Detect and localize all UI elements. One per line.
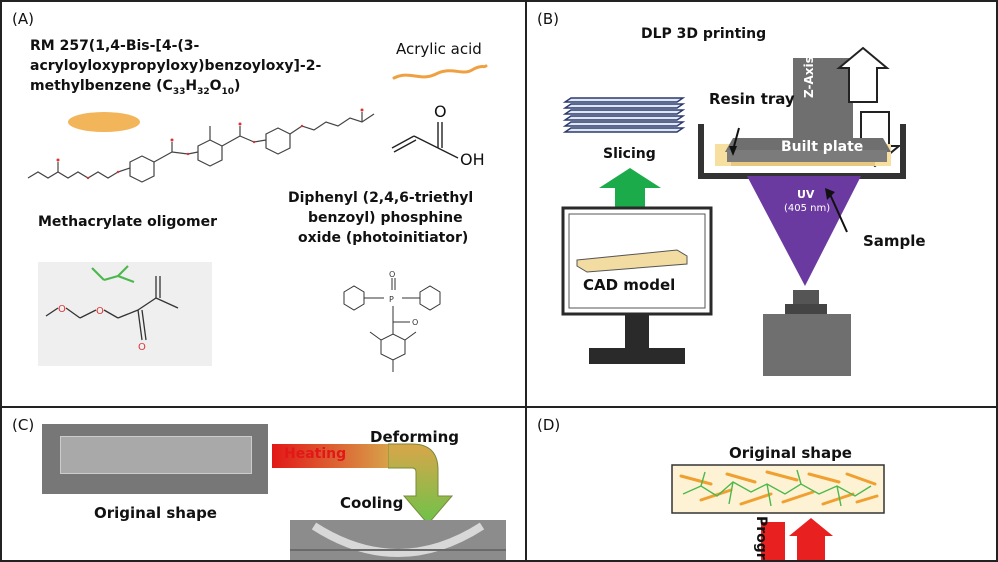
film-strip xyxy=(60,436,252,474)
acrylic-acid-structure xyxy=(391,122,459,159)
resin-tray-label: Resin tray xyxy=(709,90,795,108)
uv-line1: UV xyxy=(797,188,815,201)
original-shape-label-c: Original shape xyxy=(94,504,217,522)
acrylic-acid-o: O xyxy=(434,102,447,121)
panel-c: (C) Original shape Heating Deforming Coo… xyxy=(0,406,527,562)
rm257-line3: methylbenzene (C33H32O10) xyxy=(30,78,240,98)
rm257-close: ) xyxy=(234,78,241,94)
z-axis-label: Z-Axis xyxy=(802,56,816,98)
photoinit-line1: Diphenyl (2,4,6-triethyl xyxy=(288,190,474,206)
heating-label: Heating xyxy=(284,446,347,462)
programming-arrows xyxy=(761,518,833,560)
panel-d: (D) Original shape Progra xyxy=(525,406,998,562)
svg-text:O: O xyxy=(58,304,66,315)
panel-c-label: (C) xyxy=(12,416,35,434)
rm257-sub-c: 33 xyxy=(172,86,186,97)
heating-box xyxy=(272,444,390,468)
acrylic-acid-label: Acrylic acid xyxy=(396,40,482,58)
svg-text:O: O xyxy=(138,342,146,353)
svg-text:O: O xyxy=(389,270,395,279)
rm257-h: H xyxy=(185,78,198,94)
deforming-arrow xyxy=(388,443,454,525)
panel-b: (B) DLP 3D printing Slicing CA xyxy=(525,0,998,408)
rm257-sub-h: 32 xyxy=(197,86,210,97)
network-diagram xyxy=(671,464,885,514)
cooling-label: Cooling xyxy=(340,494,404,512)
dlp-printer xyxy=(698,46,906,376)
rm257-molecule-structure xyxy=(27,108,375,183)
curved-film xyxy=(290,522,506,557)
rm257-line1: RM 257(1,4-Bis-[4-(3- xyxy=(30,38,200,54)
dlp-title: DLP 3D printing xyxy=(641,26,767,42)
slicing-stack xyxy=(562,97,686,133)
acrylic-acid-wavy-line xyxy=(392,64,488,80)
svg-text:O: O xyxy=(412,318,418,327)
programming-label: Progra xyxy=(753,516,769,562)
photoinit-line3: oxide (photoinitiator) xyxy=(298,230,469,246)
panel-d-label: (D) xyxy=(537,416,561,434)
uv-line2: (405 nm) xyxy=(784,203,831,214)
rm257-o: O xyxy=(209,78,222,94)
svg-text:O: O xyxy=(96,306,104,317)
computer-monitor xyxy=(561,206,713,364)
methacrylate-structure: O O O xyxy=(45,265,179,353)
rm257-line2: acryloyloxypropyloxy)benzoyloxy]-2- xyxy=(30,58,322,74)
photoinit-line2: benzoyl) phosphine xyxy=(308,210,463,226)
original-shape-label-d: Original shape xyxy=(729,444,852,462)
rm257-sub-o: 10 xyxy=(221,86,235,97)
rm257-line3-prefix: methylbenzene (C xyxy=(30,78,173,94)
built-plate-label: Built plate xyxy=(781,139,864,155)
photoinitiator-structure: O P O xyxy=(343,270,441,372)
panel-b-label: (B) xyxy=(537,10,559,28)
rm257-orange-blob xyxy=(68,112,140,132)
panel-a: (A) RM 257(1,4-Bis-[4-(3- acryloyloxypro… xyxy=(0,0,527,408)
green-up-arrow xyxy=(599,168,661,210)
methacrylate-label: Methacrylate oligomer xyxy=(38,214,218,230)
acrylic-acid-oh: OH xyxy=(460,150,485,169)
svg-text:P: P xyxy=(389,295,394,304)
deforming-label: Deforming xyxy=(370,428,460,446)
sample-label: Sample xyxy=(863,232,926,250)
original-shape-photo xyxy=(42,424,268,494)
deformed-shape-photo xyxy=(290,520,506,560)
cad-model-label: CAD model xyxy=(583,276,676,294)
panel-a-label: (A) xyxy=(12,10,34,28)
slicing-label: Slicing xyxy=(603,146,656,162)
